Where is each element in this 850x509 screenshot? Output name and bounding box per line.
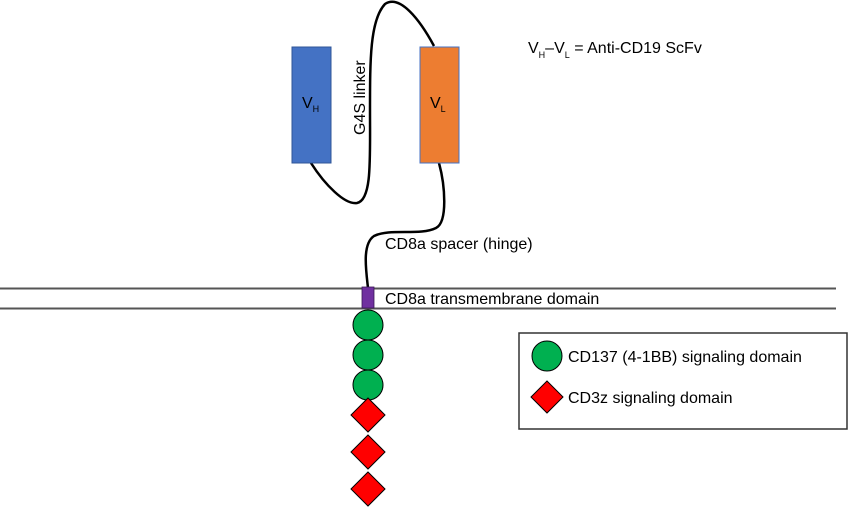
vh-label: VH <box>302 95 319 114</box>
intracellular-signaling-chain <box>350 309 386 507</box>
legend-box <box>518 332 848 430</box>
legend-cd137-label: CD137 (4-1BB) signaling domain <box>568 349 802 366</box>
transmembrane-label: CD8a transmembrane domain <box>385 291 599 308</box>
vl-domain <box>419 46 460 164</box>
g4s-linker-curve <box>309 0 436 205</box>
cd137-signaling-domain <box>352 339 384 371</box>
vl-label: VL <box>430 95 446 114</box>
vh-domain <box>291 46 332 164</box>
cd3z-signaling-domain <box>350 397 386 433</box>
cd137-signaling-domain <box>352 309 384 341</box>
cd137-signaling-domain <box>352 369 384 401</box>
legend-cd3z-label: CD3z signaling domain <box>568 390 733 407</box>
scfv-equation: VH–VL = Anti-CD19 ScFv <box>528 40 702 60</box>
spacer-label: CD8a spacer (hinge) <box>385 236 533 253</box>
g4s-linker-label: G4S linker <box>352 60 369 135</box>
cd3z-signaling-domain <box>350 434 386 470</box>
legend-cd137-circle-icon <box>531 340 563 372</box>
legend-cd3z-diamond-icon <box>530 380 564 414</box>
cd8a-spacer-curve <box>364 162 446 289</box>
cd3z-signaling-domain <box>350 471 386 507</box>
transmembrane-domain <box>361 286 375 309</box>
